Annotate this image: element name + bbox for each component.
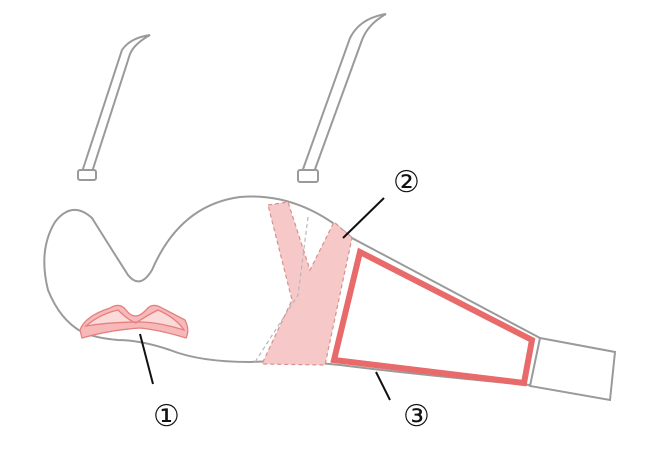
leader-line-2 xyxy=(342,197,385,239)
leader-line-3 xyxy=(375,371,391,401)
side-panel-y xyxy=(261,201,353,366)
left-strap xyxy=(77,34,151,181)
center-gore-pad xyxy=(79,304,189,339)
leader-line-1 xyxy=(139,333,154,385)
label-2: ② xyxy=(393,165,420,200)
power-net-triangle xyxy=(330,247,536,387)
right-strap xyxy=(297,13,387,183)
stitch-line xyxy=(254,216,309,363)
label-3: ③ xyxy=(403,399,430,434)
hook-end xyxy=(528,336,617,402)
label-1: ① xyxy=(153,399,180,434)
